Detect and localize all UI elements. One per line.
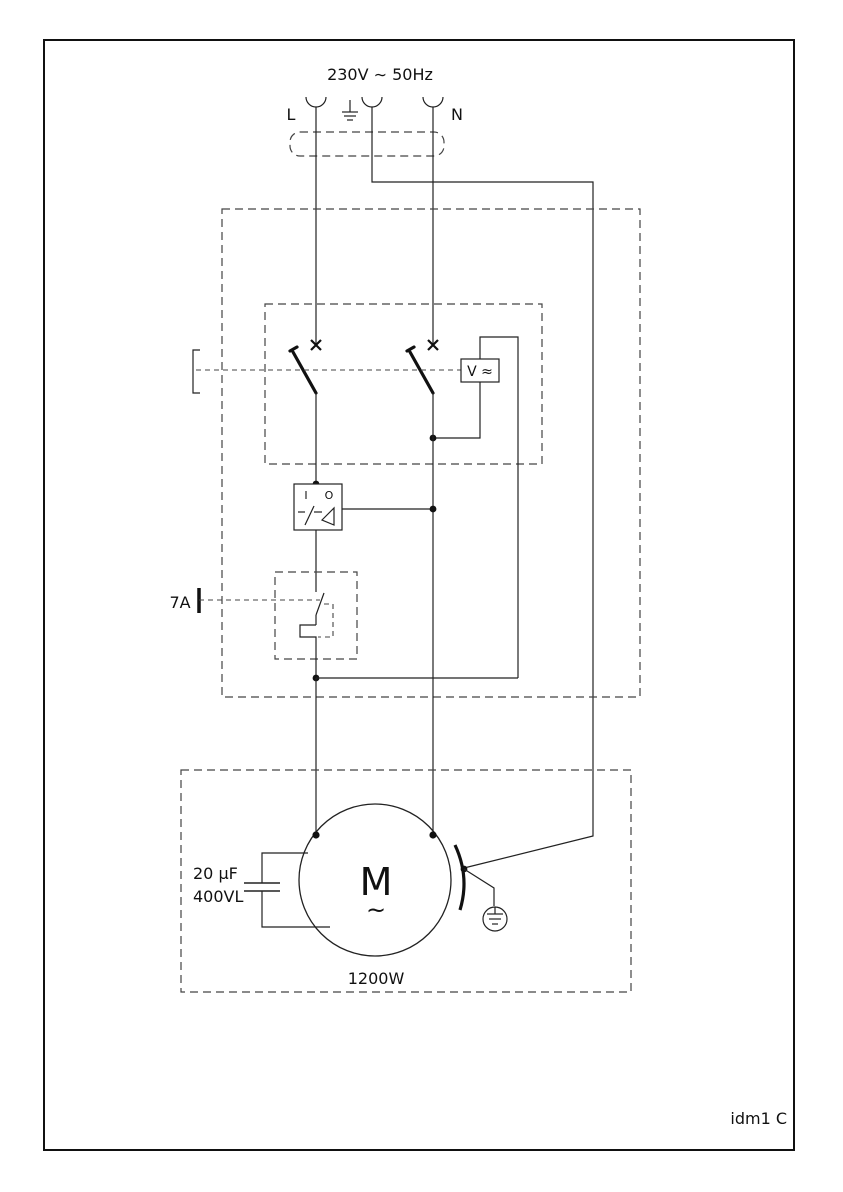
thermal-contact-icon: [300, 584, 333, 678]
switch-off-label: O: [325, 489, 334, 502]
motor-ac-symbol: ~: [366, 896, 386, 924]
capacitor-capacitance: 20 µF: [193, 864, 238, 883]
supply-label: 230V ∼ 50Hz: [327, 65, 433, 84]
contact-marks: [311, 340, 438, 350]
motor-power: 1200W: [348, 969, 405, 988]
frame-earth-wire: [464, 869, 494, 906]
motor-housing: [181, 770, 631, 992]
breaker-actuator: [193, 350, 200, 393]
page-frame: [44, 40, 794, 1150]
motor-frame-icon: [455, 845, 464, 910]
capacitor-icon: [244, 853, 330, 927]
on-off-switch: [294, 484, 342, 530]
plug-earth-icon: [342, 100, 358, 120]
earth-wire: [372, 107, 593, 868]
switch-housing: [222, 209, 640, 697]
cable-sheath: [290, 132, 444, 156]
earth-icon: [483, 907, 507, 931]
breaker-rating: 7A: [169, 593, 190, 612]
line-terminal-label: L: [287, 105, 296, 124]
capacitor-voltage: 400VL: [193, 887, 243, 906]
relay-wire-top: [480, 337, 518, 678]
drawing-code: idm1 C: [730, 1109, 787, 1128]
neutral-terminal-label: N: [451, 105, 463, 124]
voltmeter-label: V ≈: [467, 364, 493, 380]
switch-on-label: I: [304, 489, 307, 502]
plug-terminals: [306, 97, 443, 107]
relay-wire-bottom: [433, 382, 480, 438]
double-pole-breaker-box: [265, 304, 542, 464]
